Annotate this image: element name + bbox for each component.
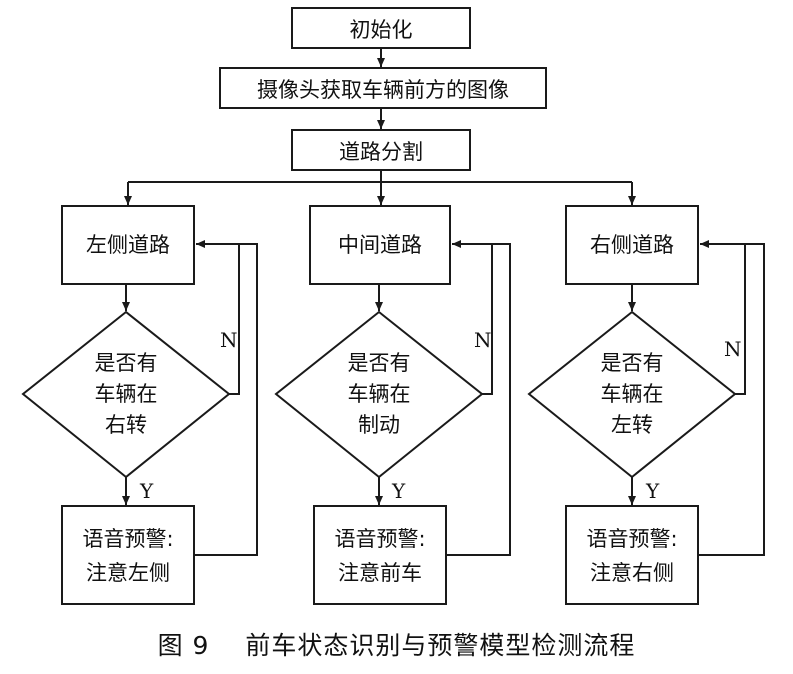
no-label-left: N [220, 328, 238, 352]
warning-line2-middle: 注意前车 [338, 561, 422, 585]
figure-caption-text: 前车状态识别与预警模型检测流程 [245, 631, 636, 660]
no-label-right: N [724, 337, 742, 361]
warning-line1-middle: 语音预警: [334, 527, 425, 551]
warning-line2-right: 注意右侧 [590, 561, 674, 585]
capture-box [219, 67, 547, 109]
yes-label-right: Y [645, 479, 660, 503]
segment-label: 道路分割 [339, 140, 423, 164]
yes-label-left: Y [139, 479, 154, 503]
loop-no-middle [452, 240, 493, 395]
decision-line1-middle: 是否有 [348, 351, 411, 375]
decision-line3-left: 右转 [105, 413, 147, 437]
loop-warning-right [698, 243, 765, 556]
road-box-right [565, 205, 699, 285]
loop-warning-middle [446, 243, 511, 556]
warning-line1-left: 语音预警: [82, 527, 173, 551]
decision-line3-middle: 制动 [358, 413, 400, 437]
init-box [291, 7, 471, 49]
decision-line1-left: 是否有 [95, 351, 158, 375]
capture-label: 摄像头获取车辆前方的图像 [257, 78, 509, 102]
decision-line3-right: 左转 [611, 413, 653, 437]
decision-line2-left: 车辆在 [95, 382, 158, 406]
road-label-middle: 中间道路 [338, 233, 422, 257]
figure-caption: 图 9 前车状态识别与预警模型检测流程 [0, 626, 793, 662]
warning-box-middle [313, 505, 447, 605]
warning-box-right [565, 505, 699, 605]
warning-box-left [61, 505, 195, 605]
yes-label-middle: Y [391, 479, 406, 503]
warning-line1-right: 语音预警: [586, 527, 677, 551]
decision-line2-middle: 车辆在 [348, 382, 411, 406]
init-label: 初始化 [350, 18, 413, 42]
road-label-right: 右侧道路 [590, 233, 674, 257]
figure-number: 图 9 [157, 631, 210, 660]
decision-line2-right: 车辆在 [601, 382, 664, 406]
loop-no-right [700, 240, 746, 395]
warning-line2-left: 注意左侧 [86, 561, 170, 585]
no-label-middle: N [474, 328, 492, 352]
road-label-left: 左侧道路 [86, 233, 170, 257]
loop-warning-left [194, 243, 258, 556]
loop-no-left [196, 240, 240, 395]
decision-line1-right: 是否有 [601, 351, 664, 375]
road-box-left [61, 205, 195, 285]
